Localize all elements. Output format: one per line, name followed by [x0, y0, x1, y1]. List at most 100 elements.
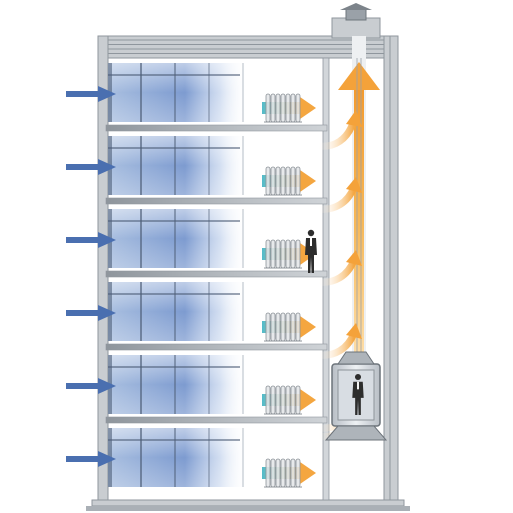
radiator-fin: [275, 166, 281, 196]
right-wall: [383, 35, 399, 501]
radiator-fin: [270, 458, 276, 488]
wind-arrow-shaft: [66, 310, 100, 316]
radiator-fin: [290, 385, 296, 415]
left-column: [97, 35, 109, 501]
stack-branch-head: [346, 177, 362, 193]
glass-sheen: [108, 355, 248, 414]
wind-arrows: [66, 86, 116, 467]
radiator-fin: [290, 93, 296, 123]
radiator-fin: [285, 166, 291, 196]
glass-sheen: [108, 282, 248, 341]
wind-arrow-head: [98, 86, 116, 102]
glass-sheen: [108, 428, 248, 487]
radiator-fin: [265, 93, 271, 123]
radiator-fin: [295, 312, 301, 342]
radiator-icon: [262, 458, 316, 488]
radiator-fin: [275, 93, 281, 123]
heat-arrow-head: [300, 97, 316, 119]
elevator-roof: [337, 351, 375, 365]
radiator-fin: [265, 239, 271, 269]
radiator-fin: [295, 239, 301, 269]
heat-arrow-head: [300, 462, 316, 484]
wind-arrow-head: [98, 378, 116, 394]
shirt: [310, 238, 312, 246]
wind-arrow-shaft: [66, 383, 100, 389]
radiator-fin: [295, 385, 301, 415]
chimney-hood: [340, 3, 372, 10]
head: [307, 229, 315, 237]
elevator-floor: [324, 425, 388, 441]
wind-arrow-head: [98, 305, 116, 321]
wind-arrow-head: [98, 232, 116, 248]
wind-arrow-icon: [66, 86, 116, 102]
head: [354, 373, 362, 381]
radiator-icon: [262, 385, 316, 415]
stack-effect-arrow-icon: [354, 88, 364, 368]
person-icon: [305, 229, 317, 273]
radiator-icon: [262, 166, 316, 196]
stack-branch-head: [346, 110, 362, 127]
radiator-fin: [285, 239, 291, 269]
window-band: [108, 136, 248, 195]
radiator-fin: [275, 239, 281, 269]
radiator-icon: [262, 239, 316, 269]
stack-branch: [314, 329, 358, 359]
wind-arrow-head: [98, 451, 116, 467]
radiator-fin: [285, 312, 291, 342]
floor-slab: [105, 197, 328, 205]
person-icon: [352, 373, 364, 415]
radiator-fin: [295, 166, 301, 196]
radiator-icon: [262, 312, 316, 342]
radiator-fin: [290, 166, 296, 196]
stack-branch-head: [346, 323, 362, 339]
radiator-fin: [280, 93, 286, 123]
glass-sheen: [108, 63, 248, 122]
floor-slab: [105, 416, 328, 424]
radiator-fin: [290, 458, 296, 488]
radiator-fin: [265, 166, 271, 196]
radiator-fin: [290, 312, 296, 342]
radiator-fin: [280, 166, 286, 196]
radiator-fin: [275, 312, 281, 342]
stack-branch: [314, 183, 358, 213]
shirt: [357, 381, 359, 390]
radiator-fin: [280, 312, 286, 342]
radiator-fin: [265, 458, 271, 488]
glass-facade: [108, 63, 248, 487]
window-band: [108, 428, 248, 487]
wind-arrow-shaft: [66, 237, 100, 243]
floor-slabs: [105, 124, 328, 424]
body: [305, 238, 317, 273]
floor-slab: [105, 124, 328, 132]
wind-arrow-head: [98, 159, 116, 175]
wind-arrow-icon: [66, 305, 116, 321]
radiator-fin: [270, 312, 276, 342]
floor-slab: [105, 270, 328, 278]
radiator-fin: [275, 458, 281, 488]
heat-arrow-head: [300, 389, 316, 411]
stack-branch-head: [346, 250, 362, 266]
radiators-heat-flow: [262, 93, 316, 488]
radiator-fin: [275, 385, 281, 415]
radiator-fin: [265, 312, 271, 342]
radiator-fin: [265, 385, 271, 415]
radiator-fin: [295, 93, 301, 123]
stack-arrow-head: [338, 62, 380, 90]
radiator-fin: [280, 239, 286, 269]
floor-slab: [105, 343, 328, 351]
window-band: [108, 355, 248, 414]
wind-arrow-icon: [66, 378, 116, 394]
radiator-fin: [280, 385, 286, 415]
body: [352, 381, 364, 415]
wind-arrow-shaft: [66, 164, 100, 170]
wind-arrow-icon: [66, 159, 116, 175]
radiator-fin: [270, 239, 276, 269]
radiator-fin: [280, 458, 286, 488]
wind-arrow-shaft: [66, 456, 100, 462]
radiator-fin: [270, 166, 276, 196]
radiator-fin: [285, 458, 291, 488]
wind-arrow-icon: [66, 451, 116, 467]
figures: [305, 229, 388, 441]
